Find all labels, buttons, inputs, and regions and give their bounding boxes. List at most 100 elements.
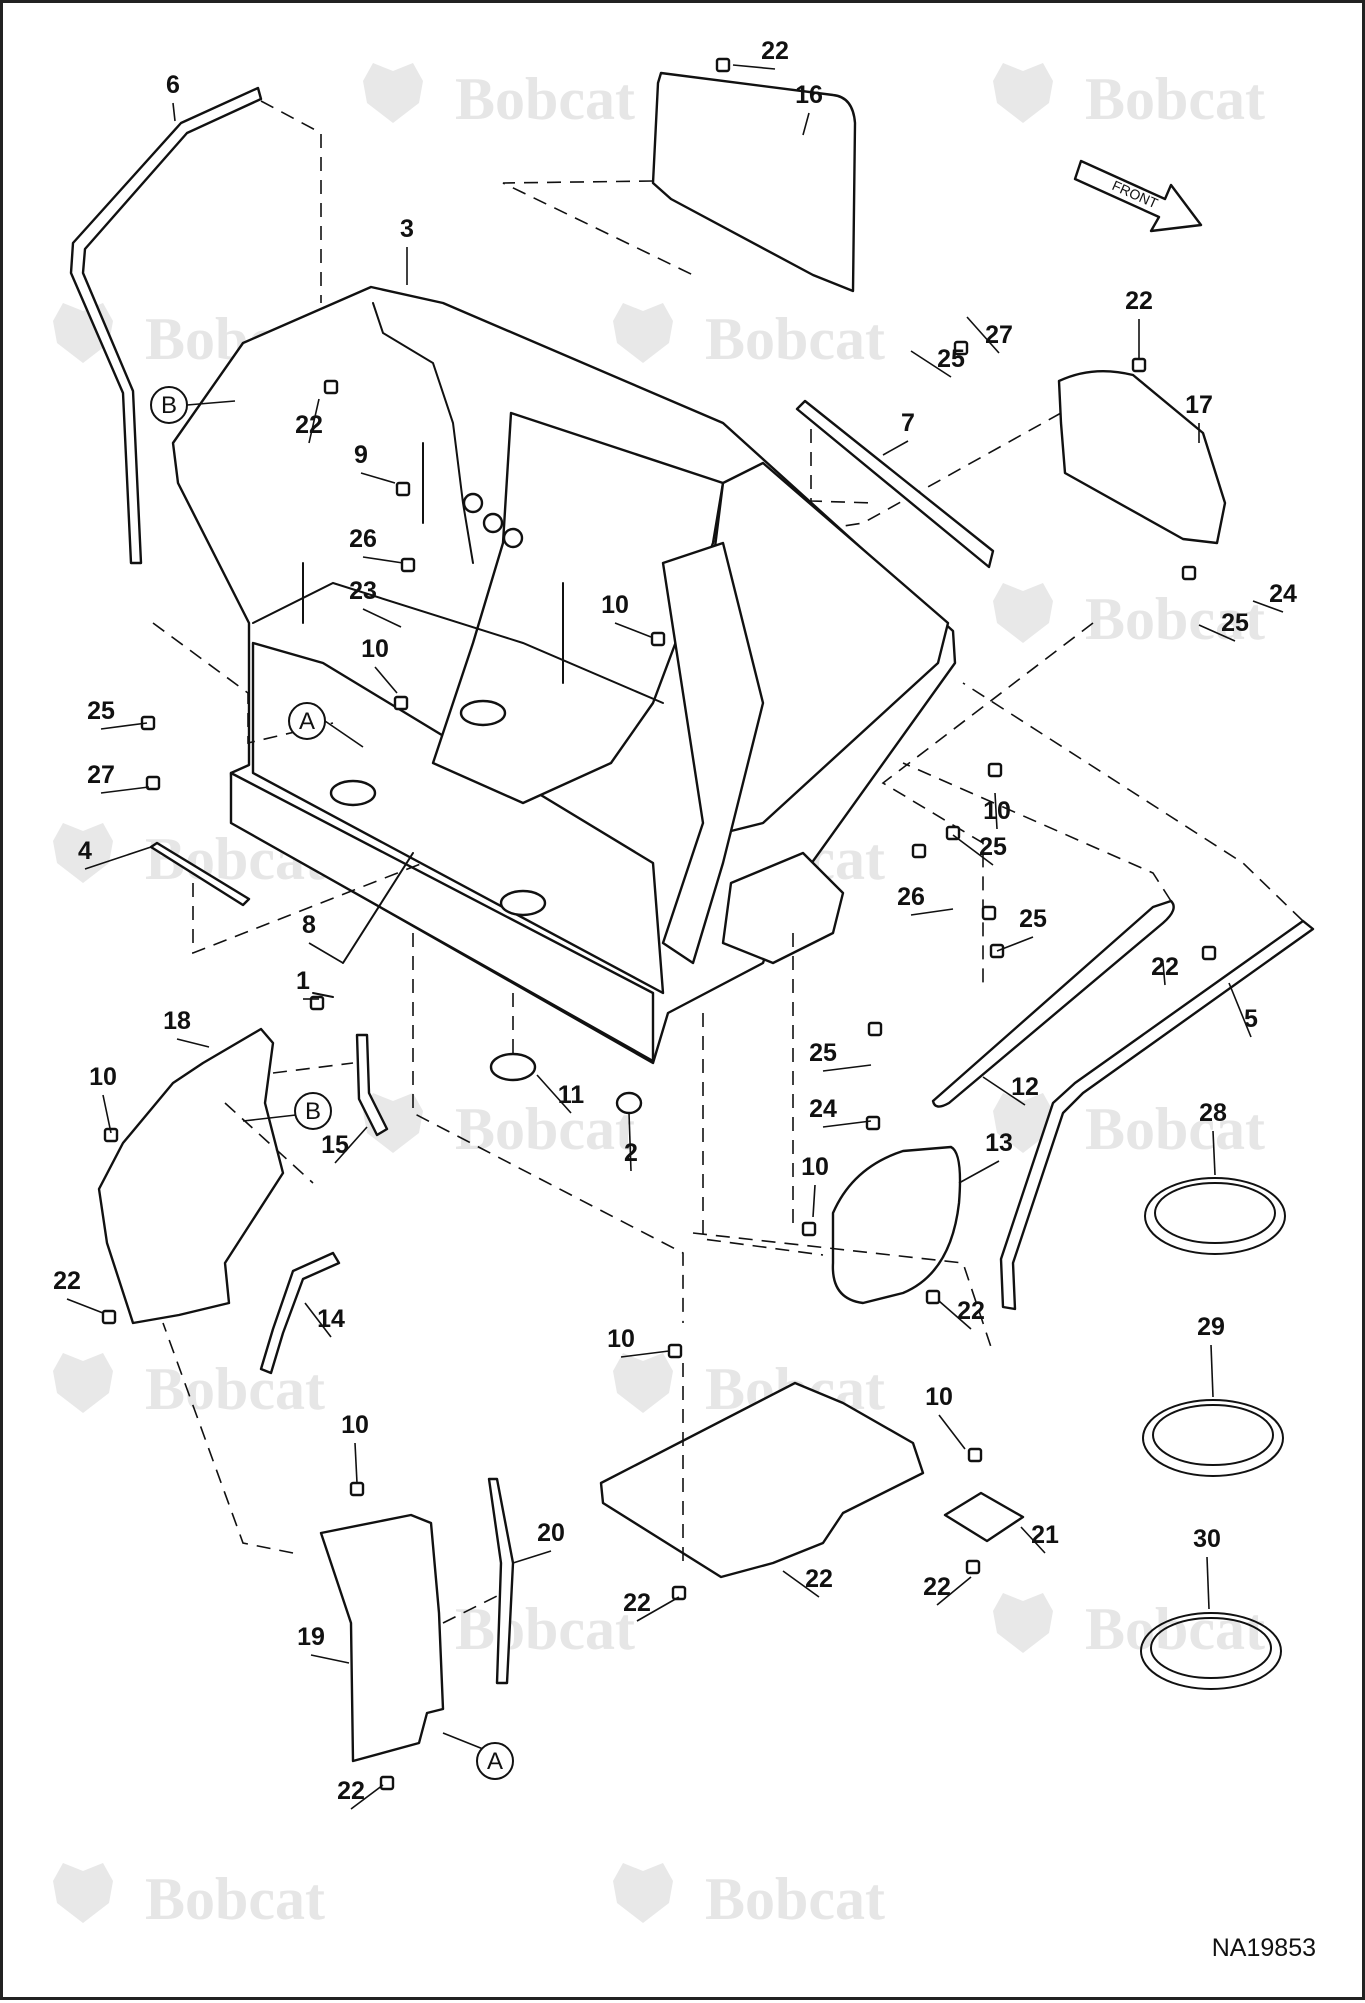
part-11-seal <box>931 899 1175 1108</box>
callout-leader <box>996 936 1034 952</box>
callout-22: 22 <box>782 1565 833 1598</box>
callout-leader <box>910 908 954 916</box>
callout-label: 5 <box>1244 1005 1258 1033</box>
leader-misc-4 <box>152 622 334 745</box>
part-13-tube <box>259 1251 341 1375</box>
fastener-27 <box>1201 945 1217 961</box>
callout-label: 20 <box>537 1519 565 1547</box>
callout-label: 4 <box>78 837 92 865</box>
callout-25: 25 <box>87 697 148 730</box>
part-16-panel <box>1057 370 1227 545</box>
callout-label: 10 <box>801 1153 829 1181</box>
callout-1: 1 <box>296 967 319 1000</box>
fastener-12 <box>911 843 927 859</box>
leader-19 <box>442 1592 504 1624</box>
callout-label: 27 <box>985 321 1013 349</box>
callout-leader <box>732 64 776 70</box>
callout-label: 22 <box>623 1589 651 1617</box>
part-20-plate <box>943 1491 1025 1543</box>
leader-7 <box>810 429 874 504</box>
callout-label: 12 <box>1011 1073 1039 1101</box>
part-12-cover <box>831 1145 962 1305</box>
fastener-15 <box>867 1021 883 1037</box>
watermark-16: Bobcat <box>613 1863 885 1932</box>
callout-leader <box>172 102 176 122</box>
callout-label: 24 <box>1269 580 1297 608</box>
fastener-7 <box>393 695 409 711</box>
callout-30: 30 <box>1193 1525 1221 1610</box>
callout-leader <box>362 608 402 628</box>
callout-leader <box>938 1414 966 1450</box>
callout-leader <box>782 1570 820 1598</box>
part-1-clip <box>312 992 334 998</box>
leader-11 <box>902 762 1172 902</box>
callout-label: 23 <box>349 577 377 605</box>
callout-leader <box>84 846 152 870</box>
callout-label: 22 <box>1151 953 1179 981</box>
callout-8: 8 <box>302 911 344 964</box>
callout-28: 28 <box>1199 1099 1227 1176</box>
callout-25: 25 <box>1198 609 1249 642</box>
reference-marker-B: B <box>150 386 236 424</box>
watermark-15: Bobcat <box>53 1863 325 1932</box>
callout-2: 2 <box>624 1112 638 1172</box>
leader-12 <box>702 1013 824 1256</box>
leader-5 <box>962 682 1304 922</box>
watermark-text: Bobcat <box>145 1356 325 1422</box>
callout-leader <box>374 666 398 694</box>
fastener-3 <box>323 379 339 395</box>
callout-11: 11 <box>536 1074 584 1114</box>
fastener-24 <box>671 1585 687 1601</box>
callout-7: 7 <box>882 409 915 456</box>
callout-leader <box>966 316 1000 354</box>
callout-label: 22 <box>957 1297 985 1325</box>
callout-label: 10 <box>89 1063 117 1091</box>
fastener-28 <box>1181 565 1197 581</box>
part-21-floor-plate <box>599 1381 925 1579</box>
callout-12: 12 <box>982 1073 1039 1106</box>
watermark-text: Bobcat <box>1085 1096 1265 1162</box>
callout-label: 16 <box>795 81 823 109</box>
callout-label: 10 <box>983 797 1011 825</box>
reference-marker-A: A <box>442 1732 514 1780</box>
callout-4: 4 <box>78 837 152 870</box>
watermark-9: Bobcat <box>363 1093 635 1162</box>
fastener-29 <box>953 340 969 356</box>
watermark-text: Bobcat <box>455 1596 635 1662</box>
callout-22: 22 <box>923 1573 972 1606</box>
part-6-rail <box>69 86 263 565</box>
part-7-strip <box>795 399 995 569</box>
callout-label: 8 <box>302 911 316 939</box>
callout-label: 1 <box>296 967 310 995</box>
callout-26: 26 <box>897 883 954 916</box>
part-29-seal-coil <box>1142 1399 1284 1477</box>
callout-leader <box>822 1064 872 1072</box>
callout-19: 19 <box>297 1623 350 1664</box>
callout-leader <box>982 1076 1026 1106</box>
callout-leader <box>350 1784 384 1810</box>
part-4-rod <box>149 841 251 907</box>
callout-22: 22 <box>1125 287 1153 359</box>
callout-leader <box>938 1300 972 1330</box>
callout-label: 25 <box>809 1039 837 1067</box>
callout-label: 25 <box>1019 905 1047 933</box>
leader-6 <box>260 100 322 303</box>
callout-label: 3 <box>400 215 414 243</box>
fastener-6 <box>400 557 416 573</box>
fastener-1 <box>715 57 731 73</box>
callout-label: 10 <box>361 635 389 663</box>
callout-leader <box>802 112 810 136</box>
callout-22: 22 <box>337 1777 384 1810</box>
leader-4 <box>192 862 424 955</box>
callout-leader <box>176 1038 210 1048</box>
fastener-23 <box>965 1559 981 1575</box>
callout-label: 25 <box>1221 609 1249 637</box>
callout-15: 15 <box>321 1126 368 1164</box>
callout-leader <box>812 1184 816 1218</box>
callout-label: 22 <box>805 1565 833 1593</box>
callout-22: 22 <box>623 1589 680 1622</box>
part-14-tube <box>355 1033 389 1137</box>
callout-leader <box>910 350 952 378</box>
